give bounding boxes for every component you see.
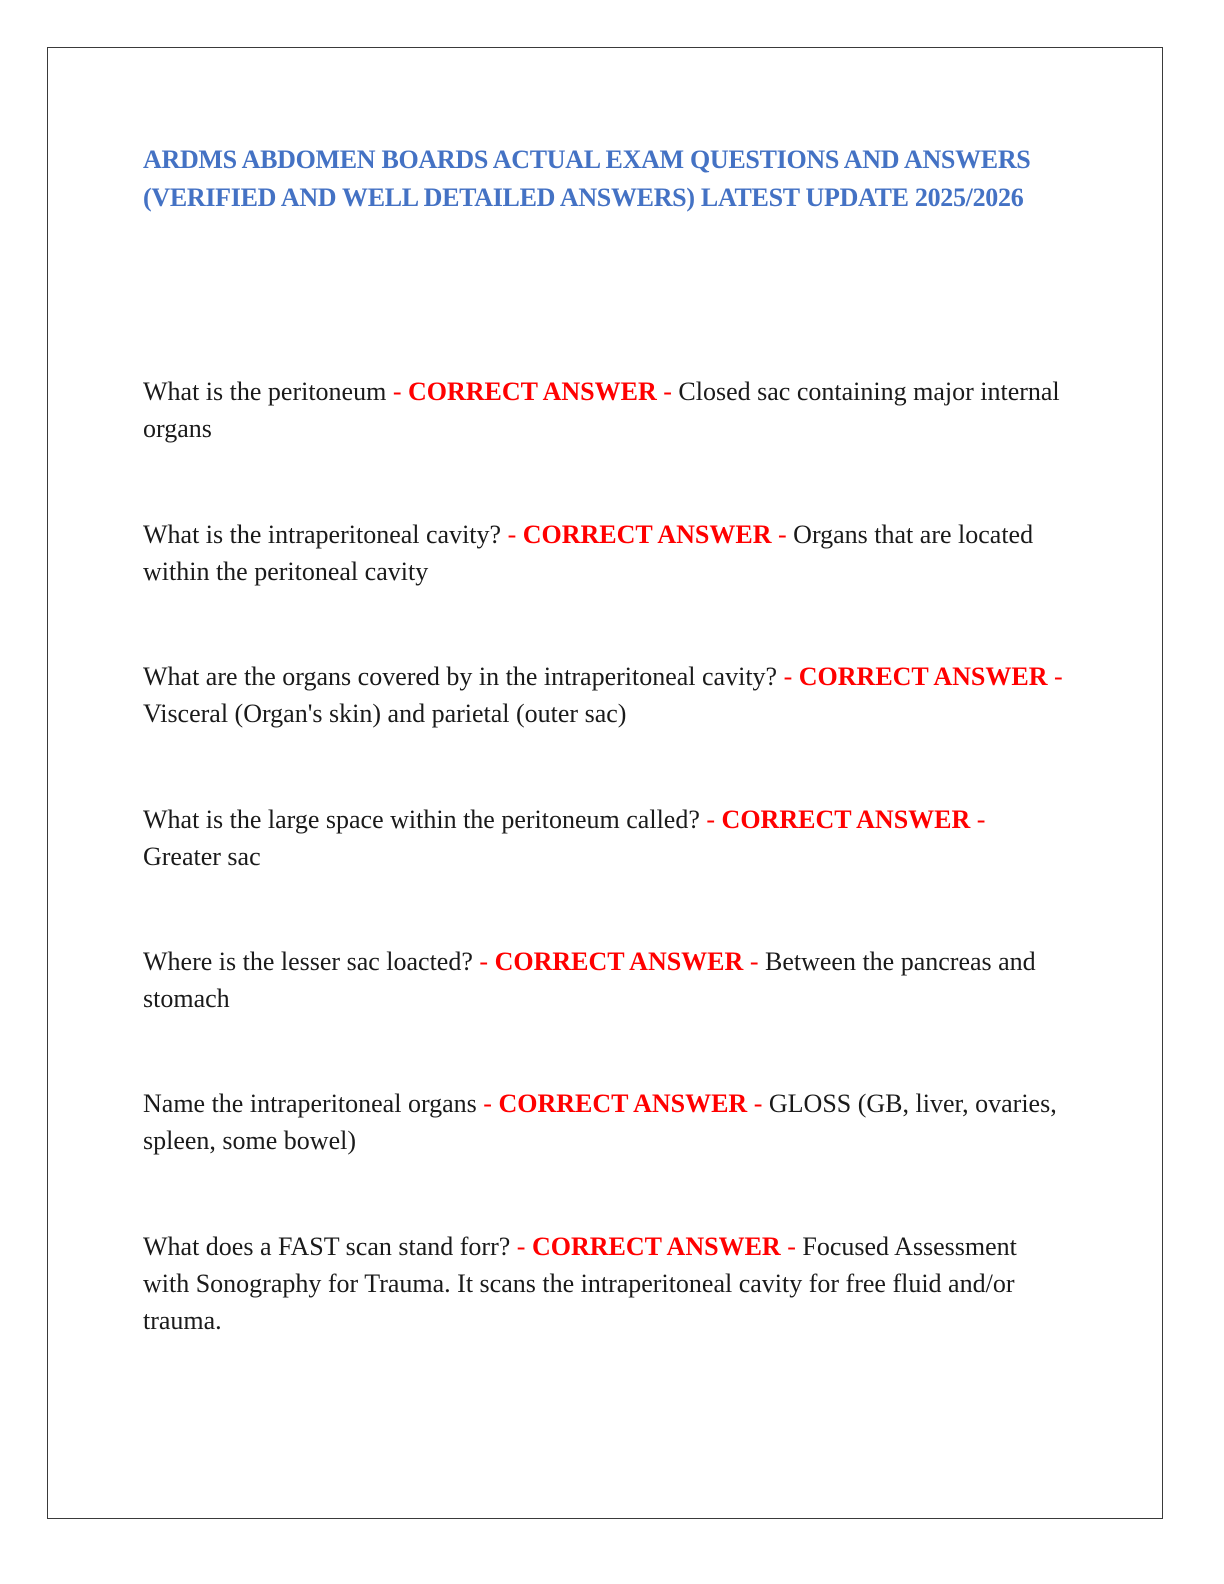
separator: -	[483, 1089, 492, 1118]
correct-answer-label: CORRECT ANSWER	[798, 662, 1048, 691]
question-text: What is the large space within the perit…	[143, 805, 700, 834]
answer-text: GLOSS (GB, liver, ovaries, spleen, some …	[143, 1089, 1057, 1155]
separator: -	[783, 662, 793, 691]
qa-item-1: What is the peritoneum - CORRECT ANSWER …	[143, 373, 1063, 447]
answer-text: Greater sac	[143, 842, 261, 871]
separator: -	[392, 377, 402, 406]
correct-answer-label: CORRECT ANSWER	[408, 377, 657, 406]
document-title: ARDMS ABDOMEN BOARDS ACTUAL EXAM QUESTIO…	[143, 145, 1031, 212]
answer-text: Focused Assessment with Sonography for T…	[143, 1232, 1017, 1335]
separator: -	[749, 947, 759, 976]
separator: -	[778, 520, 787, 549]
separator: -	[1054, 662, 1063, 691]
separator: -	[706, 805, 716, 834]
question-text: What is the intraperitoneal cavity?	[143, 520, 502, 549]
separator: -	[787, 1232, 796, 1261]
question-text: What does a FAST scan stand forr?	[143, 1232, 511, 1261]
question-text: What is the peritoneum	[143, 377, 387, 406]
qa-item-2: What is the intraperitoneal cavity? - CO…	[143, 516, 1063, 590]
qa-item-3: What are the organs covered by in the in…	[143, 658, 1063, 732]
answer-text: Between the pancreas and stomach	[143, 947, 1036, 1013]
question-text: Where is the lesser sac loacted?	[143, 947, 473, 976]
answer-text: Closed sac containing major internal org…	[143, 377, 1060, 443]
answer-text: Visceral (Organ's skin) and parietal (ou…	[143, 699, 627, 728]
qa-item-4: What is the large space within the perit…	[143, 801, 1063, 875]
separator: -	[516, 1232, 526, 1261]
separator: -	[976, 805, 986, 834]
qa-item-5: Where is the lesser sac loacted? - CORRE…	[143, 943, 1063, 1017]
qa-item-7: What does a FAST scan stand forr? - CORR…	[143, 1228, 1063, 1339]
answer-text: Organs that are located within the perit…	[143, 520, 1034, 586]
correct-answer-label: CORRECT ANSWER	[494, 947, 744, 976]
question-text: Name the intraperitoneal organs	[143, 1089, 477, 1118]
page-border	[47, 47, 1163, 1519]
question-text: What are the organs covered by in the in…	[143, 662, 778, 691]
separator: -	[479, 947, 489, 976]
separator: -	[663, 377, 672, 406]
correct-answer-label: CORRECT ANSWER	[721, 805, 971, 834]
separator: -	[753, 1089, 763, 1118]
qa-item-6: Name the intraperitoneal organs - CORREC…	[143, 1085, 1063, 1159]
correct-answer-label: CORRECT ANSWER	[531, 1232, 781, 1261]
separator: -	[507, 520, 517, 549]
correct-answer-label: CORRECT ANSWER	[522, 520, 772, 549]
correct-answer-label: CORRECT ANSWER	[498, 1089, 748, 1118]
